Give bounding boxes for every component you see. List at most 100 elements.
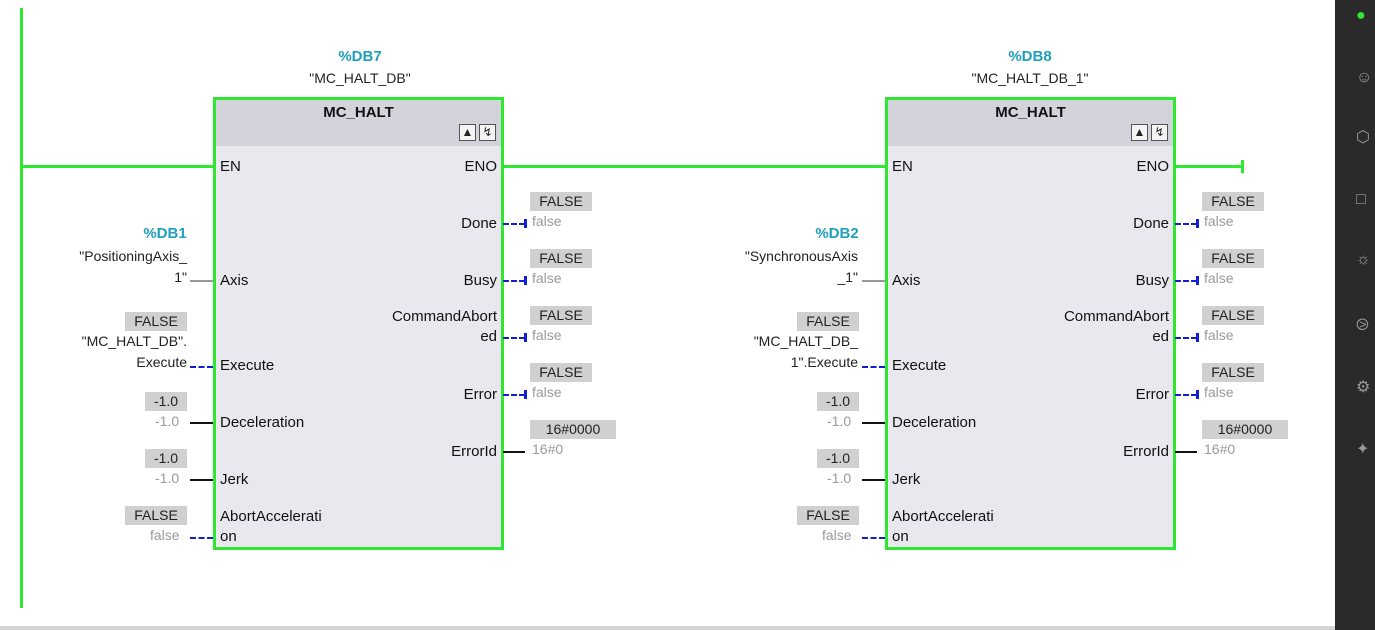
pin-en: EN [892, 158, 913, 175]
pin-error: Error [463, 386, 497, 403]
rung-wire-3 [1174, 165, 1244, 168]
deceleration-value-box: -1.0 [817, 392, 859, 411]
rung-wire-2 [502, 165, 887, 168]
axis-db-address: %DB2 [815, 225, 859, 242]
pin-eno: ENO [1136, 158, 1169, 175]
execute-operand-line1[interactable]: "MC_HALT_DB". [81, 333, 187, 349]
block-open-icon[interactable]: ▲ [459, 124, 476, 141]
errorid-wire [503, 451, 525, 453]
busy-value-box: FALSE [530, 249, 592, 268]
pin-command-aborted: CommandAbort ed [360, 307, 497, 347]
error-value-box: FALSE [530, 363, 592, 382]
error-wire [1175, 394, 1197, 396]
deceleration-live-value: -1.0 [155, 413, 180, 429]
pin-eno: ENO [464, 158, 497, 175]
deceleration-live-value: -1.0 [827, 413, 852, 429]
horizontal-scrollbar[interactable] [0, 626, 1335, 630]
cmd-live-value: false [1204, 327, 1234, 343]
star-icon[interactable]: ✦ [1356, 441, 1370, 458]
jerk-live-value: -1.0 [827, 470, 852, 486]
cube-icon[interactable]: ⬡ [1356, 129, 1370, 146]
pin-abort-line2: on [892, 528, 909, 545]
busy-wire [1175, 280, 1197, 282]
abort-wire [190, 537, 213, 539]
pin-execute: Execute [892, 357, 947, 374]
pin-abort-acceleration: AbortAccelerati on [220, 507, 322, 547]
axis-operand-line2[interactable]: _1" [837, 269, 858, 285]
done-wire-end [524, 219, 527, 228]
done-wire-end [1196, 219, 1199, 228]
pin-execute: Execute [220, 357, 275, 374]
error-wire-end [1196, 390, 1199, 399]
execute-wire [190, 366, 213, 368]
instance-db-name[interactable]: "MC_HALT_DB" [309, 70, 411, 86]
axis-operand-line2[interactable]: 1" [174, 269, 187, 285]
network-icon[interactable]: ☼ [1356, 251, 1371, 268]
pin-error: Error [1135, 386, 1169, 403]
error-value-box: FALSE [1202, 363, 1264, 382]
block-diagnostic-icon[interactable]: ↯ [479, 124, 496, 141]
pin-axis: Axis [220, 272, 249, 289]
pin-deceleration: Deceleration [220, 414, 305, 431]
pin-jerk: Jerk [220, 471, 249, 488]
deceleration-wire [190, 422, 213, 424]
block-diagnostic-icon[interactable]: ↯ [1151, 124, 1168, 141]
pin-errorid: ErrorId [451, 443, 497, 460]
chat-icon[interactable]: ● [1356, 7, 1366, 24]
axis-db-address: %DB1 [143, 225, 187, 242]
instance-db-name[interactable]: "MC_HALT_DB_1" [971, 70, 1089, 86]
instance-db-address: %DB7 [338, 48, 382, 65]
pin-done: Done [1133, 215, 1169, 232]
busy-wire-end [524, 276, 527, 285]
axis-operand-line1[interactable]: "SynchronousAxis [744, 248, 858, 264]
errorid-live-value: 16#0 [1204, 441, 1236, 457]
busy-live-value: false [532, 270, 562, 286]
cmd-wire-end [1196, 333, 1199, 342]
axis-wire [190, 280, 213, 282]
block-header: MC_HALT ▲ ↯ [216, 100, 501, 146]
pin-command-aborted: CommandAbort ed [1032, 307, 1169, 347]
block-open-icon[interactable]: ▲ [1131, 124, 1148, 141]
deceleration-value-box: -1.0 [145, 392, 187, 411]
axis-operand-line1[interactable]: "PositioningAxis_ [79, 248, 187, 264]
cmd-value-box: FALSE [530, 306, 592, 325]
document-icon[interactable]: □ [1356, 191, 1366, 208]
abort-live-value: false [150, 527, 180, 543]
done-value-box: FALSE [530, 192, 592, 211]
pin-done: Done [461, 215, 497, 232]
jerk-value-box: -1.0 [817, 449, 859, 468]
function-block-mc-halt[interactable]: MC_HALT ▲ ↯ [213, 97, 504, 550]
cmd-live-value: false [532, 327, 562, 343]
errorid-wire [1175, 451, 1197, 453]
execute-operand-line2[interactable]: 1".Execute [790, 354, 858, 370]
rung-wire-1 [20, 165, 215, 168]
pin-command-aborted-line1: CommandAbort [391, 308, 497, 325]
pin-command-aborted-line1: CommandAbort [1063, 308, 1169, 325]
busy-wire [503, 280, 525, 282]
function-block-mc-halt[interactable]: MC_HALT ▲ ↯ [885, 97, 1176, 550]
error-live-value: false [1204, 384, 1234, 400]
execute-wire [862, 366, 885, 368]
pin-jerk: Jerk [892, 471, 921, 488]
busy-live-value: false [1204, 270, 1234, 286]
error-wire-end [524, 390, 527, 399]
rung-end [1241, 160, 1244, 173]
right-task-sidebar [1335, 0, 1375, 630]
done-value-box: FALSE [1202, 192, 1264, 211]
block-title: MC_HALT [323, 104, 394, 121]
jerk-live-value: -1.0 [155, 470, 180, 486]
pin-busy: Busy [1135, 272, 1169, 289]
done-wire [503, 223, 525, 225]
instance-db-address: %DB8 [1008, 48, 1052, 65]
busy-value-box: FALSE [1202, 249, 1264, 268]
execute-operand-line2[interactable]: Execute [136, 354, 187, 370]
jerk-wire [862, 479, 885, 481]
abort-wire [862, 537, 885, 539]
pin-axis: Axis [892, 272, 921, 289]
execute-value-box: FALSE [125, 312, 187, 331]
cmd-wire [1175, 337, 1197, 339]
user-icon[interactable]: ☺ [1356, 69, 1373, 86]
tag-icon[interactable]: ⧁ [1356, 317, 1369, 334]
settings-icon[interactable]: ⚙ [1356, 379, 1371, 396]
execute-operand-line1[interactable]: "MC_HALT_DB_ [753, 333, 858, 349]
